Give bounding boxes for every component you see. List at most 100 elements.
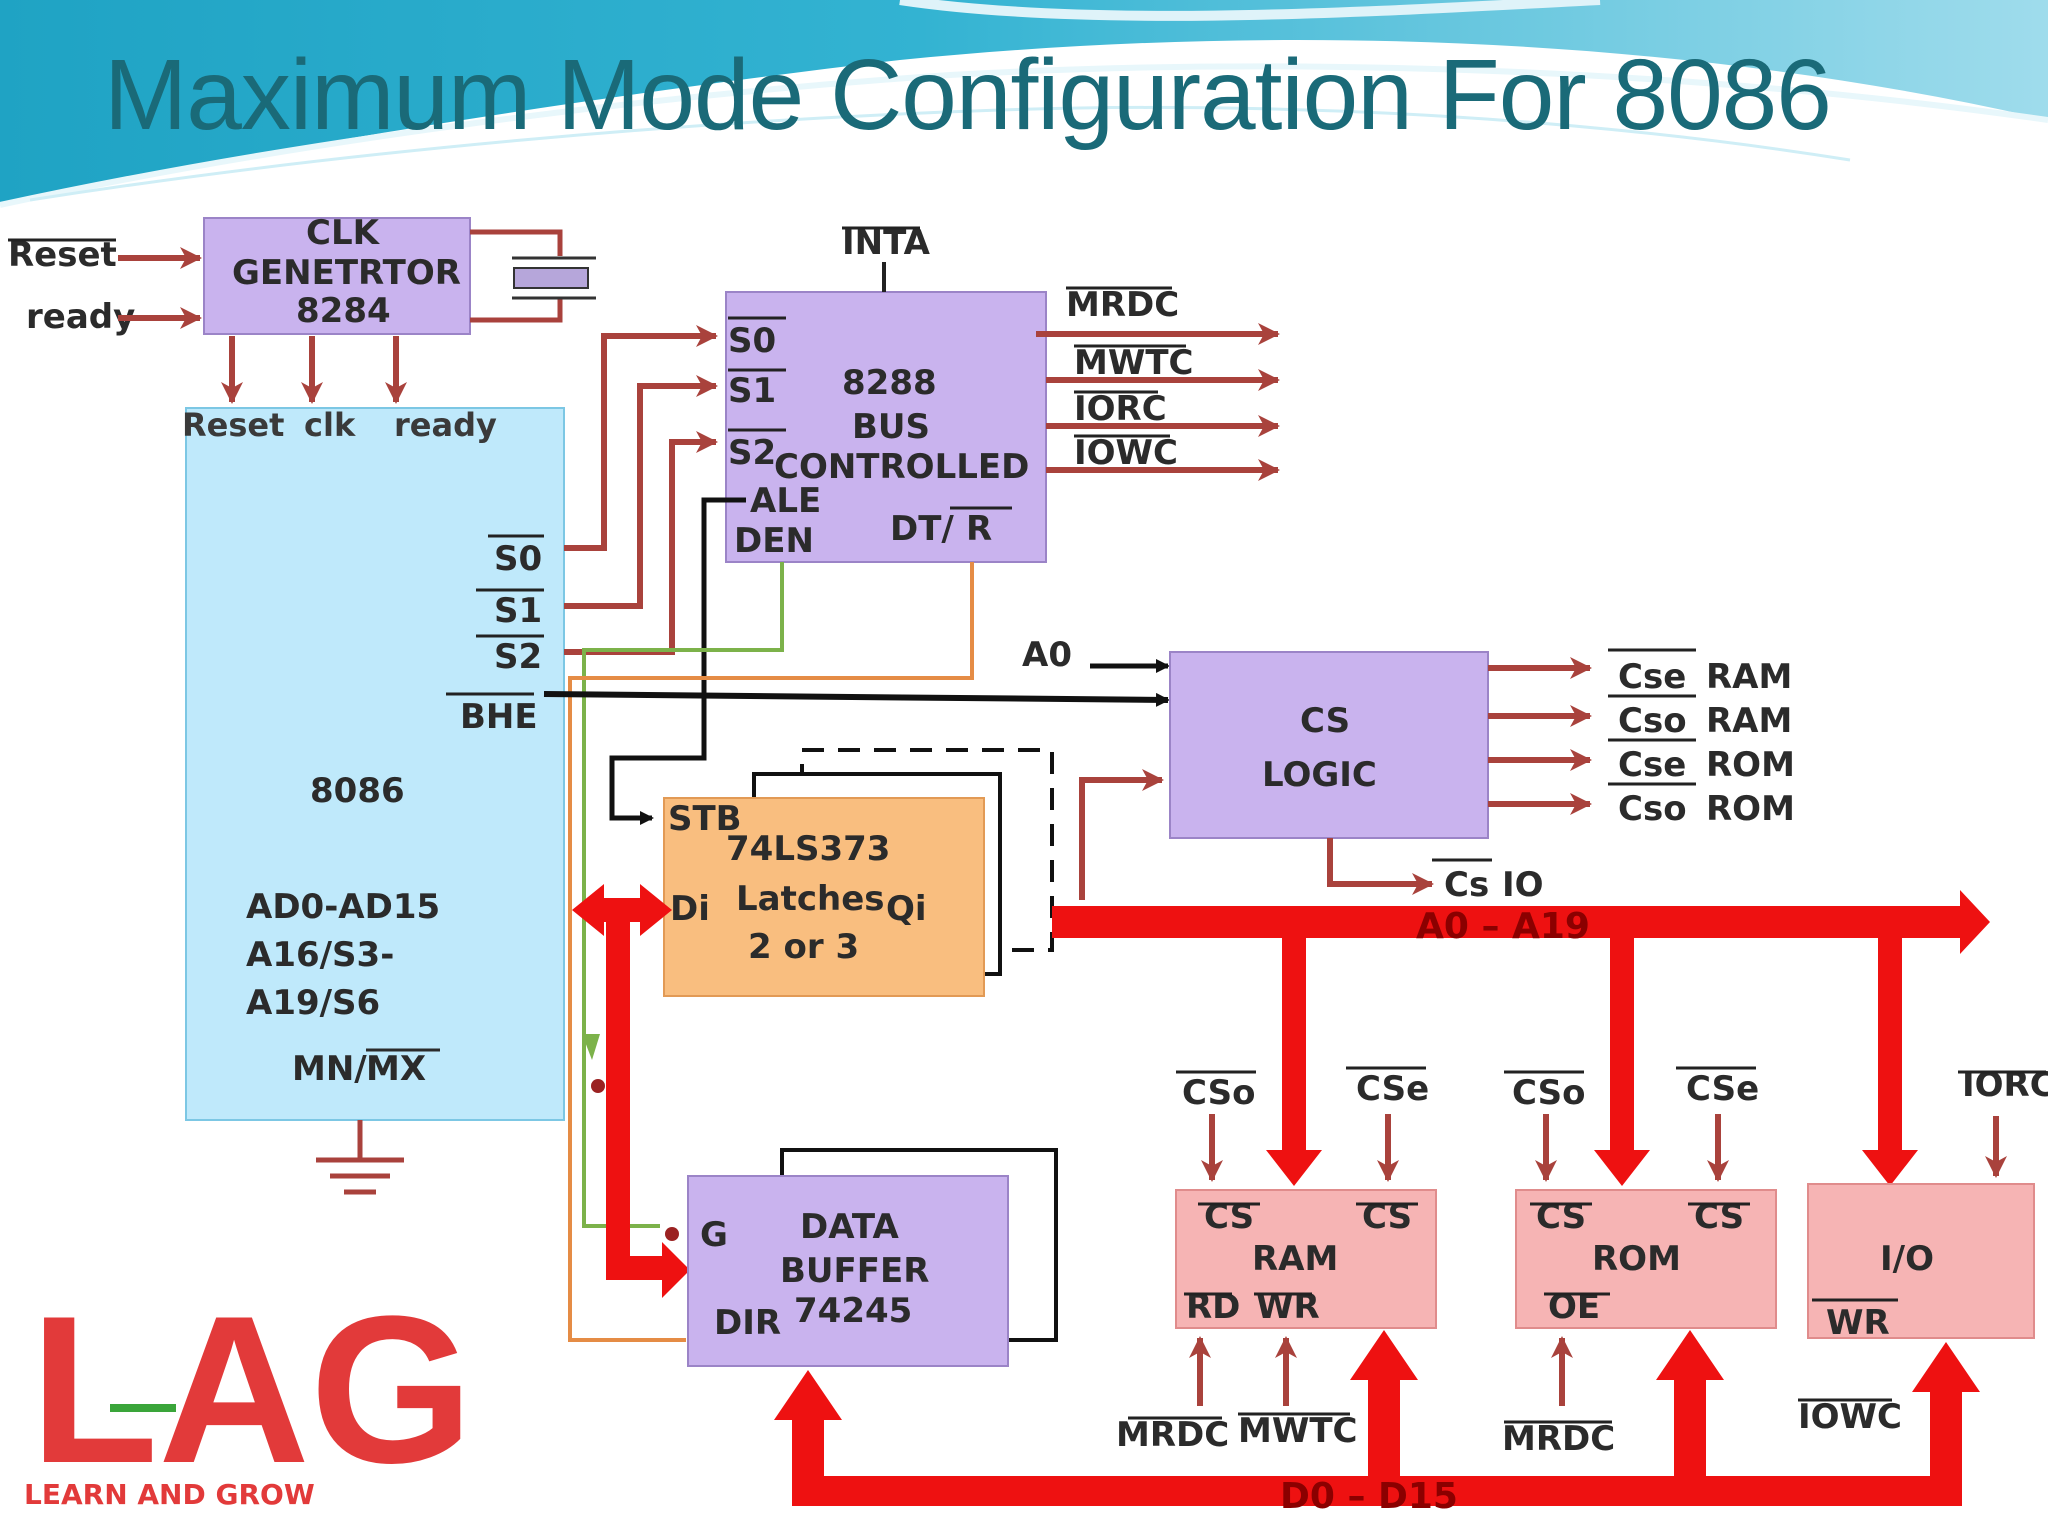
cpu-bhe-label: BHE <box>460 697 538 737</box>
ram-in-mwtc: MWTC <box>1238 1411 1357 1451</box>
bus-ctrl-line3: CONTROLLED <box>774 447 1029 487</box>
bus-ctrl-ale: ALE <box>750 481 821 521</box>
a0-label: A0 <box>1022 635 1072 675</box>
cs-out2-sig: Cse <box>1618 745 1686 785</box>
io-wr: WR <box>1826 1303 1890 1343</box>
latch-qi: Qi <box>886 889 927 929</box>
cpu-s0-label: S0 <box>494 539 542 579</box>
address-drops <box>1266 938 1918 1186</box>
cs-io-dev: IO <box>1502 865 1544 905</box>
rom-in-mrdc: MRDC <box>1502 1419 1615 1459</box>
wire-latch-to-cs <box>1079 769 1164 900</box>
data-bus <box>774 1330 1980 1506</box>
clk-gen-line3: 8284 <box>296 291 391 331</box>
cpu-pin-clk: clk <box>304 406 356 444</box>
clk-input-ready: ready <box>26 297 135 337</box>
io-label: I/O <box>1880 1239 1934 1279</box>
latch-line1: 74LS373 <box>726 829 890 869</box>
bus-ctrl-outputs <box>1036 323 1280 481</box>
cpu-8086-box <box>185 407 565 1121</box>
bus-ctrl-s0: S0 <box>728 321 776 361</box>
rom-label: ROM <box>1592 1239 1681 1279</box>
inta-label: INTA <box>842 223 931 263</box>
cpu-bus-line3: A19/S6 <box>246 983 380 1023</box>
data-buffer-box <box>687 1175 1009 1367</box>
out-iorc: IORC <box>1074 389 1167 429</box>
cs-logic-line1: CS <box>1300 701 1350 741</box>
wire-s1 <box>564 375 718 609</box>
address-bus-label: A0 – A19 <box>1416 906 1590 947</box>
clk-gen-line1: CLK <box>306 213 381 253</box>
cs-out1-dev: RAM <box>1706 701 1792 741</box>
ram-in-mrdc: MRDC <box>1116 1415 1229 1455</box>
slide-title: Maximum Mode Configuration For 8086 <box>104 39 1832 151</box>
latch-box <box>663 797 985 997</box>
cpu-bus-line2: A16/S3- <box>246 935 394 975</box>
ram-box <box>1175 1189 1437 1329</box>
wire-cs-io <box>1327 838 1434 895</box>
data-bus-label: D0 – D15 <box>1280 1476 1458 1517</box>
bus-controller-box <box>725 291 1047 563</box>
latch-stb: STB <box>668 799 742 839</box>
cpu-s1-label: S1 <box>494 591 542 631</box>
header-banner <box>0 0 2048 208</box>
cs-out0-sig: Cse <box>1618 657 1686 697</box>
wire-s0 <box>564 325 718 551</box>
bus-ctrl-r: R <box>966 509 992 549</box>
cs-logic-line2: LOGIC <box>1262 755 1377 795</box>
io-box <box>1807 1183 2035 1339</box>
crystal-icon <box>470 229 596 323</box>
cpu-mn-label: MN/ <box>292 1049 367 1089</box>
buffer-line3: 74245 <box>794 1291 912 1331</box>
latch-line3: 2 or 3 <box>748 927 859 967</box>
bus-ctrl-dt: DT/ <box>890 509 954 549</box>
cs-out2-dev: ROM <box>1706 745 1795 785</box>
bus-ctrl-s1: S1 <box>728 371 776 411</box>
den-arrow <box>582 1034 600 1060</box>
bus-ctrl-s2: S2 <box>728 433 776 473</box>
ram-in-cso: CSo <box>1182 1073 1255 1113</box>
cpu-bus-line1: AD0-AD15 <box>246 887 440 927</box>
rom-in-cso: CSo <box>1512 1073 1585 1113</box>
cs-out1-sig: Cso <box>1618 701 1687 741</box>
wire-ale <box>609 497 746 825</box>
buffer-dir: DIR <box>714 1303 781 1343</box>
cpu-bus-arrows <box>572 884 690 1298</box>
cs-out0-dev: RAM <box>1706 657 1792 697</box>
out-mrdc: MRDC <box>1066 285 1179 325</box>
cpu-pin-reset: Reset <box>182 406 284 444</box>
rom-box <box>1515 1189 1777 1329</box>
out-mwtc: MWTC <box>1074 343 1193 383</box>
io-in-iowc: IOWC <box>1798 1397 1902 1437</box>
buffer-g: G <box>700 1215 728 1255</box>
bus-ctrl-line2: BUS <box>852 407 930 447</box>
ram-label: RAM <box>1252 1239 1338 1279</box>
wire-bhe <box>543 691 1170 707</box>
bus-ctrl-den: DEN <box>734 521 814 561</box>
cs-logic-outputs <box>1488 657 1592 815</box>
bus-ctrl-line1: 8288 <box>842 363 937 403</box>
wire-dtr <box>568 562 974 1342</box>
cpu-mx-label: MX <box>366 1049 426 1089</box>
junction-dot-2 <box>665 1227 679 1241</box>
cs-out3-dev: ROM <box>1706 789 1795 829</box>
buffer-line2: BUFFER <box>780 1251 929 1291</box>
cpu-label: 8086 <box>310 771 405 811</box>
ground-symbol <box>316 1120 404 1195</box>
logo-tagline: LEARN AND GROW <box>24 1478 315 1511</box>
buffer-line1: DATA <box>800 1207 899 1247</box>
out-iowc: IOWC <box>1074 433 1178 473</box>
rom-in-cse: CSe <box>1686 1069 1759 1109</box>
cpu-pin-ready: ready <box>394 406 497 444</box>
ram-in-cse: CSe <box>1356 1069 1429 1109</box>
latch-di: Di <box>670 889 710 929</box>
cpu-s2-label: S2 <box>494 637 542 677</box>
cs-io-sig: Cs <box>1444 865 1489 905</box>
logo-mark: LAG <box>30 1272 473 1507</box>
clk-generator-box <box>203 217 471 335</box>
cs-logic-box <box>1169 651 1489 839</box>
cs-out3-sig: Cso <box>1618 789 1687 829</box>
clk-gen-line2: GENETRTOR <box>232 253 461 293</box>
clk-input-reset: Reset <box>8 235 117 275</box>
